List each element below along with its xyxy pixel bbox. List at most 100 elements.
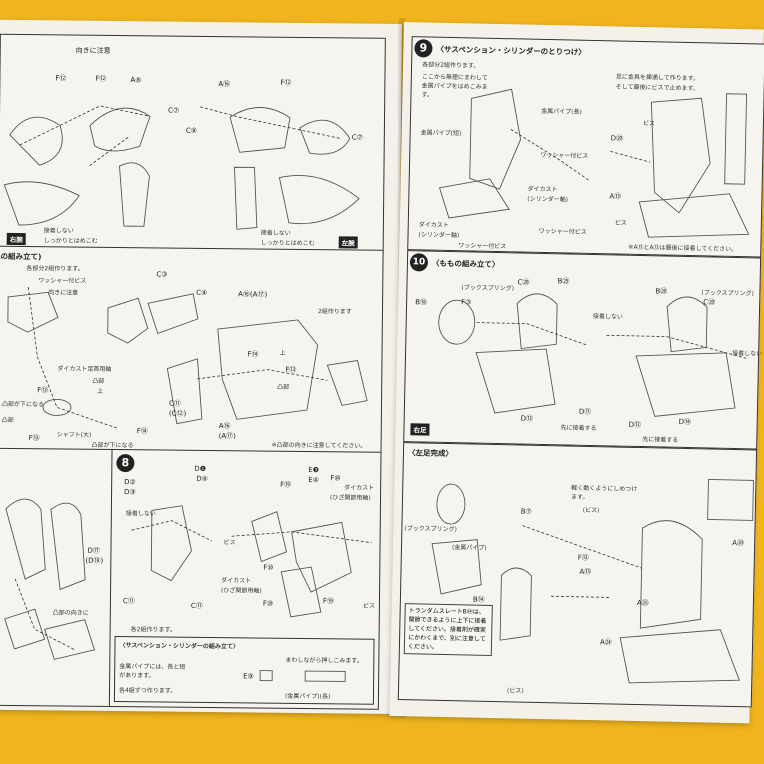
step-11-illustration	[431, 479, 754, 684]
cylinder-pipe-note: 金属パイプには、長と短があります。	[119, 663, 186, 680]
s11-tighten-note: 軽く動くようにしめつけます。	[571, 484, 638, 501]
leg-part-f13: F⑬	[285, 365, 297, 374]
s10-glue-first-2: 先に接着する	[642, 436, 679, 444]
label-part-c8: C⑧	[185, 126, 198, 135]
label-part-c7: C⑦	[168, 106, 180, 115]
s9-washer-screw-3: ワッシャー付ビス	[538, 227, 587, 236]
s9-d20: D⑳	[610, 134, 624, 143]
s11-slate-note: トランダムスレートB⑭は、関節できるように上下に接着してください。接着剤が確実に…	[403, 603, 493, 656]
leg-assembly-illustration	[7, 287, 368, 429]
leg-note-pairs: 各部分2組作ります。	[26, 265, 84, 273]
tag-right-arm: 右腕	[6, 232, 26, 246]
step-10-panel: 10 〈ももの組み立て〉 B⑱ (ブックスプリング) C⑳ B㉕ F③ 接着しな…	[403, 250, 762, 450]
s8-knee-axle-2: (ひざ関節用軸)	[221, 587, 262, 595]
s9-cylinder-axle: (シリンダー軸)	[527, 195, 569, 204]
label-part-c7b: C⑦	[351, 133, 364, 142]
s9-a13: A⑬	[609, 192, 622, 201]
leg-part-c12: (C⑫)	[168, 409, 187, 418]
lower-part-d17: D⑰	[87, 546, 100, 555]
leg-convex: 凸部	[92, 377, 105, 385]
s10-d12b: D⑫	[628, 420, 642, 430]
label-part-f12b: F⑫	[95, 74, 107, 83]
lower-left-illustration	[4, 498, 96, 660]
leg-part-f13b: F⑬	[37, 386, 49, 395]
leg-part-f13c: F⑬	[28, 434, 40, 443]
s8-f10c: F⑩	[262, 599, 274, 608]
s8-c11: C⑪	[122, 597, 135, 606]
s10-book-spring: (ブックスプリング)	[461, 284, 515, 293]
s9-twist-note: ここから無理にまわして金属パイプをはめこみます。	[421, 73, 488, 99]
leg-convex-2: 凸部	[1, 416, 14, 424]
leg-convex-3: 凸部	[277, 383, 290, 391]
step-8-panel: 8 D❶ D④ D② D③ E❸ E④ F⑲ F⑩ ダイカスト (ひざ関節用軸)…	[108, 448, 382, 710]
s8-two-sets: 各2組作ります。	[130, 626, 176, 634]
s8-c11b: C⑪	[190, 601, 203, 610]
note-no-glue: 接着しない	[43, 227, 74, 235]
s10-b26: B㉖	[655, 287, 668, 296]
s11-book-spring: (ブックスプリング)	[404, 525, 457, 534]
tag-left-arm: 左腕	[338, 236, 358, 249]
cylinder-assembly-box: 〈サスペンション・シリンダーの組み立て〉 まわしながら押しこみます。 E⑨ (金…	[113, 636, 375, 705]
label-orientation-note: 向きに注意	[75, 46, 111, 55]
s9-diecast: ダイカスト	[527, 185, 558, 194]
s10-glue-first: 先に接着する	[560, 424, 597, 433]
step-8-illustration	[131, 505, 372, 618]
s8-screw: ビス	[223, 539, 236, 547]
leg-part-f14: F⑭	[247, 350, 259, 359]
leg-shaft-large: シャフト(大)	[56, 431, 92, 439]
s9-screw-2: ビス	[614, 219, 627, 227]
cylinder-pipe-long: (金属パイプ)(長)	[284, 692, 331, 701]
s8-d2: D②	[124, 478, 136, 487]
s8-d1: D❶	[194, 464, 207, 473]
leg-assembly-panel: の組み立て) 各部分2組作ります。 ワッシャー付ビス 向きに注意 C③ C④ A…	[0, 245, 384, 456]
step-9-illustration	[438, 88, 750, 238]
step-11-panel: 〈左足完成〉 (ブックスプリング) (金属パイプ) 軽く動くようにしめつけます。…	[397, 442, 758, 708]
right-instruction-page: 9 〈サスペンション・シリンダーのとりつけ〉 各部分2組作ります。 ここから無理…	[389, 22, 764, 724]
leg-diecast-ankle: ダイカスト足首用軸	[57, 365, 112, 373]
s9-screw: ビス	[642, 120, 656, 128]
leg-assembly-title: の組み立て)	[0, 251, 42, 262]
s10-no-glue: 接着しない	[592, 313, 623, 321]
s8-f10: F⑩	[330, 474, 341, 483]
s11-b7: B⑦	[520, 507, 532, 516]
leg-convex-direction-note: ※凸部の向きに注意してください。	[271, 441, 367, 450]
label-part-a16: A⑯	[218, 80, 231, 89]
s8-d3: D③	[124, 488, 136, 497]
step-10-illustration	[438, 293, 747, 417]
s10-d14: D⑭	[678, 417, 692, 427]
s11-screw: (ビス)	[582, 506, 600, 515]
s9-pipe-long: 金属パイプ(長)	[541, 107, 582, 116]
leg-convex-down: 凸部が下になる	[1, 400, 45, 409]
leg-part-c3: C③	[156, 270, 168, 279]
leg-orientation: 向きに注意	[48, 289, 79, 297]
s10-book-spring-2: (ブックスプリング)	[701, 289, 754, 298]
leg-part-a16: A⑯	[218, 422, 231, 431]
label-part-f12c: F⑫	[280, 78, 292, 87]
s9-screw-last-note: そして最後にビスで止めます。	[615, 83, 699, 93]
s8-diecast: ダイカスト	[344, 484, 375, 492]
s8-no-glue: 接着しない	[125, 510, 156, 518]
note-fit-tight-2: しっかりとはめこむ	[260, 239, 315, 248]
leg-up-2: 上	[279, 349, 286, 357]
s9-washer-screw: ワッシャー付ビス	[540, 151, 589, 160]
s11-a24: A㉔	[599, 638, 612, 647]
s8-f19b: F⑲	[322, 597, 335, 606]
s10-c20b: C⑳	[703, 298, 716, 307]
lower-convex-note: 凸部の向きに	[52, 609, 89, 617]
leg-up: 上	[97, 387, 104, 395]
leg-part-c4: C④	[196, 288, 208, 297]
s9-pipe-short: 金属パイプ(短)	[420, 129, 462, 138]
leg-washer-screw: ワッシャー付ビス	[38, 277, 87, 285]
note-fit-tight: しっかりとはめこむ	[43, 237, 98, 245]
note-no-glue-2: 接着しない	[260, 229, 291, 237]
s8-e4: E④	[308, 476, 319, 485]
s8-f10b: F⑩	[263, 563, 274, 572]
leg-part-a16-a17: A⑯(A⑰)	[238, 290, 268, 299]
s10-c20: C⑳	[517, 278, 530, 287]
cylinder-sets-note: 各4組ずつ作ります。	[118, 687, 177, 695]
s8-knee-axle: (ひざ関節用軸)	[329, 494, 371, 502]
s11-a20: A⑳	[732, 538, 745, 548]
s9-insert-note: 足に金具を挿通して作ります。	[615, 73, 700, 83]
lower-left-panel: D⑰ (D⑱) 凸部の向きに	[0, 447, 116, 708]
s8-screw-2: ビス	[362, 602, 375, 610]
